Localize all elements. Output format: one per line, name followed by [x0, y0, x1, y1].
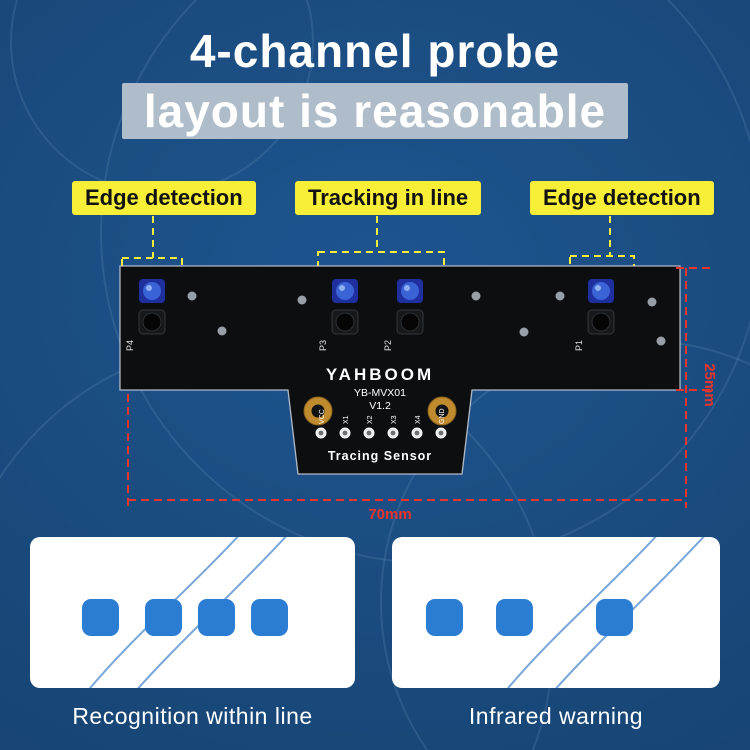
caption-warning: Infrared warning	[468, 703, 644, 729]
sensor-label: P1	[574, 340, 584, 351]
ir-led-highlight	[595, 285, 601, 291]
caption-recognition: Recognition within line	[72, 703, 313, 729]
ir-sensor-p1: P1	[574, 279, 615, 351]
probe-square	[596, 599, 633, 636]
pin-header: VCC X1 X2 X3 X4 GND	[315, 408, 447, 439]
pin-label: GND	[439, 408, 446, 424]
probe-square	[426, 599, 463, 636]
board-name-text: Tracing Sensor	[328, 449, 432, 463]
pad-hole	[414, 430, 420, 436]
ir-led-highlight	[404, 285, 410, 291]
mounting-hole-left-center	[311, 404, 325, 418]
page-title: 4-channel probe layout is reasonable	[0, 26, 750, 139]
version-text: V1.2	[369, 400, 391, 412]
pin-label: VCC	[319, 409, 326, 424]
via-dot	[297, 295, 307, 305]
model-text: YB-MVX01	[354, 387, 406, 399]
pin-label: X3	[391, 415, 398, 424]
dim-height-label: 25mm	[701, 363, 718, 406]
via-dot	[217, 326, 227, 336]
ir-led-dome	[401, 282, 419, 300]
brand-logo-text: YAHBOOM	[326, 365, 434, 384]
dim-width-label: 70mm	[368, 506, 411, 523]
probe-square	[145, 599, 182, 636]
pad-holes	[318, 430, 444, 436]
probe-square	[496, 599, 533, 636]
card-warning	[392, 537, 720, 688]
pin-label: X4	[415, 415, 422, 424]
pin-label: X2	[367, 415, 374, 424]
via-dot	[187, 291, 197, 301]
ir-led-dome	[592, 282, 610, 300]
ir-sensor-p2: P2	[383, 279, 424, 351]
ir-receiver-dome	[591, 312, 611, 332]
dimension-lines	[127, 267, 712, 508]
probe-square	[82, 599, 119, 636]
via-dot	[647, 297, 657, 307]
pad-hole	[342, 430, 348, 436]
signal-arc	[506, 537, 657, 688]
pcb-outline	[119, 265, 681, 475]
probe-square	[198, 599, 235, 636]
ir-led-dome	[143, 282, 161, 300]
pad-hole	[438, 430, 444, 436]
sensor-label: P4	[125, 340, 135, 351]
via-dot	[656, 336, 666, 346]
sensor-label: P3	[318, 340, 328, 351]
mounting-holes	[303, 396, 457, 426]
pad-hole	[318, 430, 324, 436]
sensor-label: P2	[383, 340, 393, 351]
via-dot	[471, 291, 481, 301]
ir-receiver-dome	[400, 312, 420, 332]
ir-sensor-p4: P4	[125, 279, 166, 351]
pin-label: X1	[343, 415, 350, 424]
card-arc-graphics	[88, 537, 287, 688]
mounting-hole-right-center	[435, 404, 449, 418]
label-edge-detection-right: Edge detection	[530, 181, 714, 215]
ir-led-highlight	[339, 285, 345, 291]
ir-led-dome	[336, 282, 354, 300]
title-line-1: 4-channel probe	[189, 25, 561, 77]
ir-receiver-dome	[142, 312, 162, 332]
pad-hole	[366, 430, 372, 436]
card-recognition	[30, 537, 355, 688]
ir-receiver-dome	[335, 312, 355, 332]
ir-led-highlight	[146, 285, 152, 291]
via-dot	[555, 291, 565, 301]
via-dots	[187, 291, 666, 346]
via-dot	[519, 327, 529, 337]
probe-square	[251, 599, 288, 636]
pad-hole	[390, 430, 396, 436]
title-line-2: layout is reasonable	[121, 82, 629, 139]
pcb-board: P4 P3 P2	[119, 265, 681, 475]
ir-sensor-p3: P3	[318, 279, 359, 351]
label-tracking-in-line: Tracking in line	[295, 181, 482, 215]
label-edge-detection-left: Edge detection	[72, 181, 256, 215]
